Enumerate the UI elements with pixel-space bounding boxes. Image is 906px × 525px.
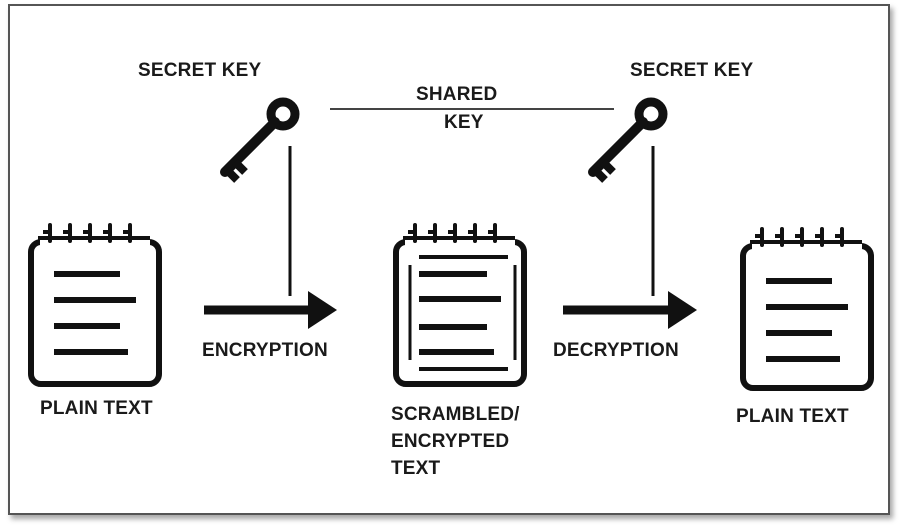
encrypted-notepad-icon [393,223,527,387]
plain-text-notepad-icon [28,223,162,387]
shared-key-label-line2: KEY [444,112,484,133]
decryption-label: DECRYPTION [553,340,679,361]
encryption-arrow [204,291,337,329]
shared-key-label-line1: SHARED [416,84,498,105]
secret-key-label-left: SECRET KEY [138,60,262,81]
secret-key-label-right: SECRET KEY [630,60,754,81]
scrambled-label-line3: TEXT [391,458,441,479]
scrambled-label-line2: ENCRYPTED [391,431,510,452]
decryption-arrow [563,291,697,329]
encryption-label: ENCRYPTION [202,340,328,361]
plain-text-notepad-icon-right [740,227,874,391]
plain-text-label-left: PLAIN TEXT [40,398,153,419]
secret-key-icon-left [225,102,295,180]
scrambled-label-line1: SCRAMBLED/ [391,404,520,425]
plain-text-label-right: PLAIN TEXT [736,406,849,427]
